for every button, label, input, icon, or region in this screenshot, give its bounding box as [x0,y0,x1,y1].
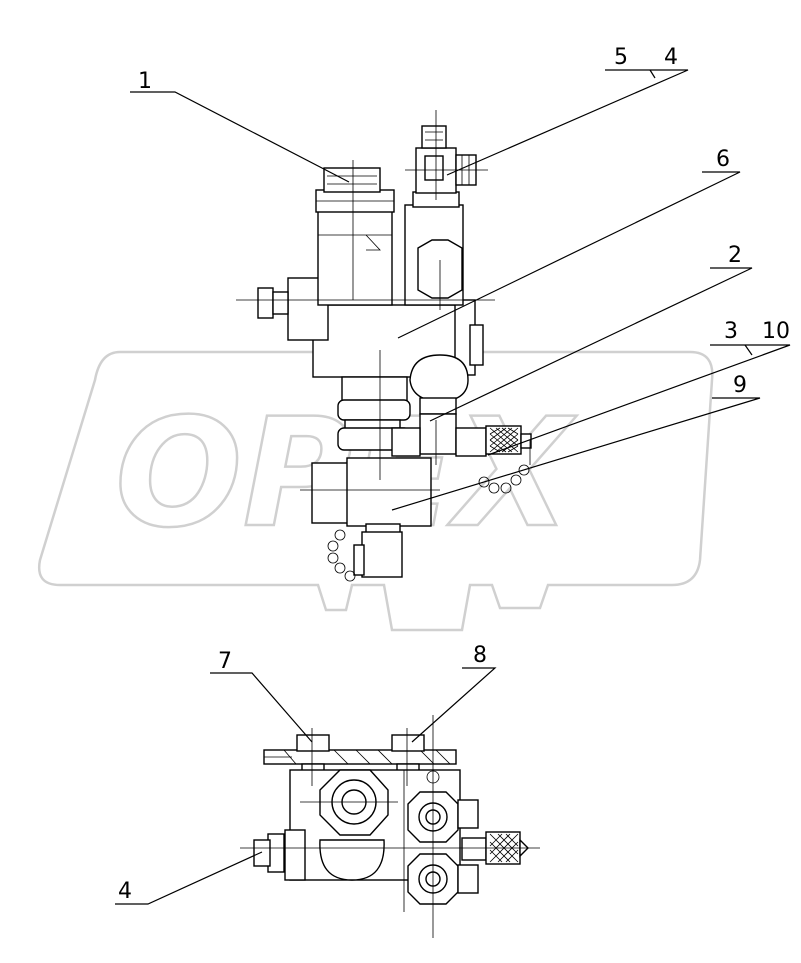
callout-5: 5 [614,45,628,70]
lower-round-boss [409,354,469,403]
callout-7: 7 [218,649,232,674]
plan-left-port [253,839,271,867]
callout-8: 8 [473,643,487,668]
cartridge-cap-lines [327,175,377,185]
callout-3: 3 [724,319,738,344]
lower-test-coupling-cap [353,544,365,576]
bottom-view-leaders [115,667,497,905]
leader-3-10-tick [744,344,753,356]
fitting-elbow-inner [424,155,444,181]
callout-1: 1 [138,69,152,94]
leader-3-10 [487,344,791,456]
leader-6 [397,171,741,339]
lower-block [346,457,432,527]
leader-2 [429,267,753,422]
test-coupling-knurl [489,427,519,453]
callout-6: 6 [716,147,730,172]
leader-1 [130,91,350,183]
leader-8 [411,667,497,743]
tee-fitting-body [419,413,457,455]
callout-2: 2 [728,243,742,268]
left-port-fitting [257,287,274,319]
leader-5-4-tick [649,69,656,79]
plan-round-lobe [319,839,385,881]
left-boss [287,277,329,341]
right-plug [469,324,484,366]
leader-9 [391,397,761,511]
cartridge-cap [323,167,381,193]
fitting-top-port [421,125,447,149]
leader-4-bottom [115,851,263,905]
callout-4-top: 4 [664,45,678,70]
lower-block-left-nut [311,462,351,524]
chain-right [478,464,530,494]
plan-upper-side-port [457,799,479,829]
left-port-nut [272,291,289,315]
callout-9: 9 [733,373,747,398]
callout-4-bottom: 4 [118,879,132,904]
callout-labels: 1 5 4 6 2 3 10 9 7 8 4 [118,45,790,904]
plan-left-boss [284,829,306,881]
cartridge-body [317,209,393,306]
fitting-top-thread [425,131,443,141]
leader-7 [210,672,313,743]
chain-lower [327,529,356,582]
lower-test-coupling [361,531,403,578]
top-view-assembly [236,110,532,582]
tee-left-port [391,427,421,457]
watermark-gear-outline [37,350,714,632]
bolt-head-8 [391,734,425,752]
plan-lower-side-port [457,864,479,894]
stacked-nut-upper [337,399,411,421]
bolt-head-7 [296,734,330,752]
leader-5-4 [446,69,689,176]
top-view-leaders [130,69,791,511]
callout-10: 10 [762,319,790,344]
tee-right-port [455,427,487,457]
cartridge-notch [365,234,381,251]
bottom-view-assembly [240,715,540,938]
lower-body [341,376,408,403]
plan-right-nut [461,837,487,861]
